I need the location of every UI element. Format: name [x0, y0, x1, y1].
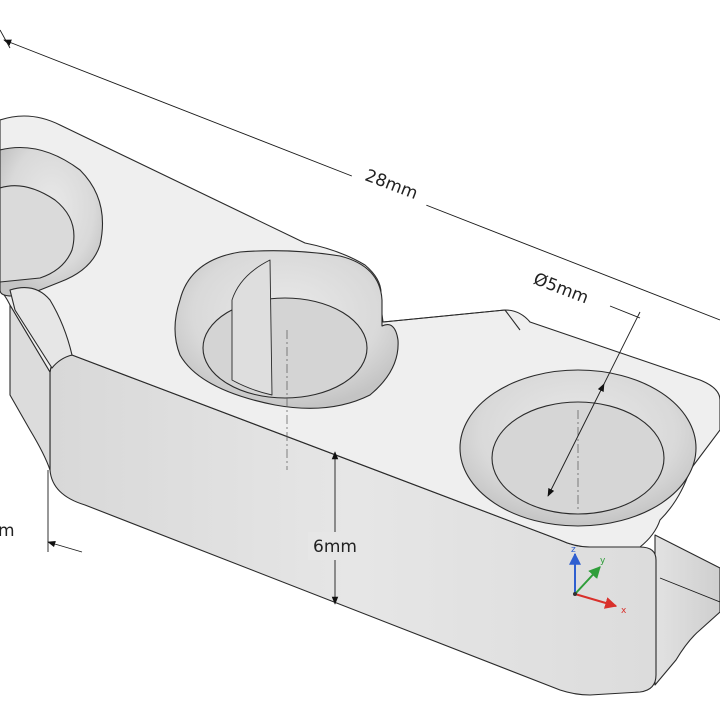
top-edge-bevel	[382, 309, 521, 331]
dimension-height: 6mm	[308, 451, 362, 605]
dimension-diameter-extension	[603, 311, 641, 385]
dimension-left-line	[47, 540, 83, 553]
dimension-right-extension	[659, 577, 720, 603]
dimension-height-label: 6mm	[313, 537, 357, 557]
part-body	[0, 115, 720, 696]
axis-y-icon	[574, 566, 601, 595]
left-chamfer-face	[9, 304, 51, 471]
axis-x-label: x	[621, 606, 627, 616]
dimension-left-partial: m	[0, 470, 83, 553]
dimension-left-label: m	[0, 521, 15, 541]
left-hole-slot	[9, 287, 73, 369]
axis-z-label: z	[571, 545, 576, 555]
dimension-diameter-shelf	[609, 305, 641, 319]
dimension-length-tick	[0, 29, 11, 49]
axis-y-label: y	[600, 556, 606, 566]
dimension-diameter-leader	[547, 383, 605, 497]
right-end-face	[654, 534, 720, 686]
axis-triad: z x y	[569, 545, 627, 616]
axis-x-icon	[574, 593, 618, 609]
left-hole-bore	[0, 185, 75, 283]
centerlines	[286, 330, 579, 510]
center-hole-slot-wall	[231, 259, 273, 396]
center-hole-bore	[202, 297, 368, 399]
